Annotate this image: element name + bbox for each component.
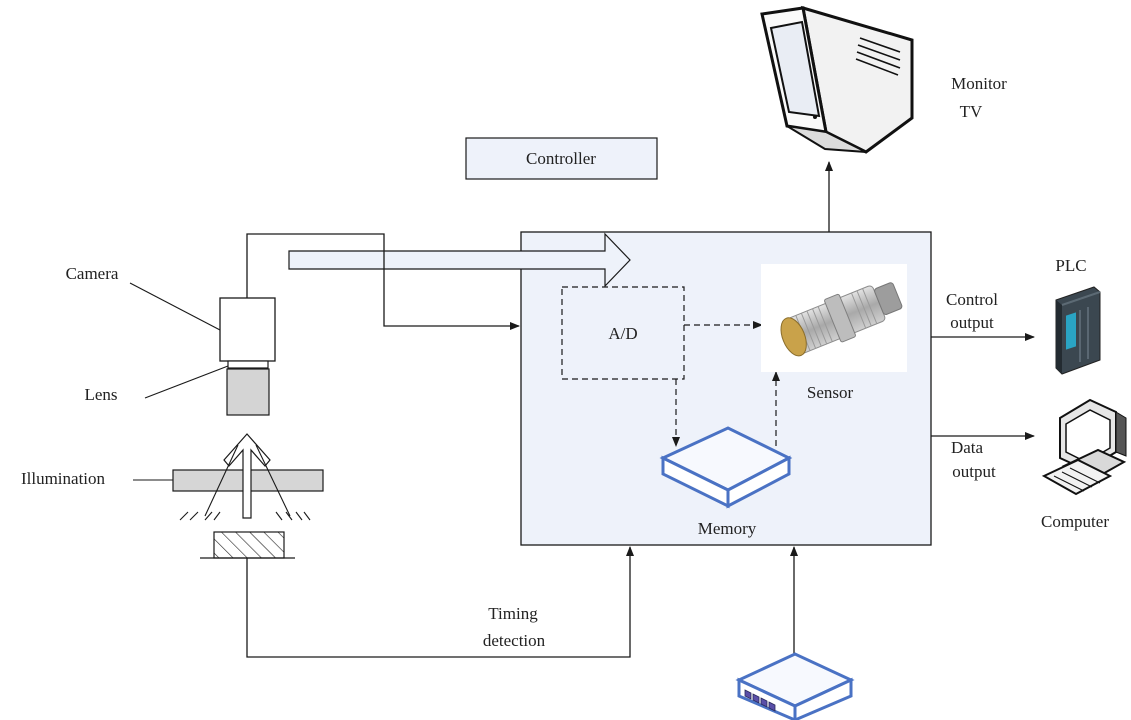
workpiece <box>213 531 285 559</box>
data-output-line2: output <box>952 462 996 481</box>
timing-label-line2: detection <box>483 631 546 650</box>
reflected-light-arrow <box>223 433 271 519</box>
lens-label: Lens <box>84 385 117 404</box>
plc-unit-icon <box>1055 286 1101 375</box>
light-rays <box>179 444 311 521</box>
camera-leader-line <box>129 282 221 331</box>
control-output-line1: Control <box>946 290 998 309</box>
ad-converter-box: A/D <box>561 286 685 380</box>
control-output-line2: output <box>950 313 994 332</box>
memory-label: Memory <box>698 519 757 538</box>
camera-label: Camera <box>66 264 119 283</box>
monitor-label-line2: TV <box>960 102 983 121</box>
input-device-icon <box>735 652 855 720</box>
image-flow-arrow <box>288 232 631 288</box>
lens-leader-line <box>144 365 229 399</box>
monitor-label-line1: Monitor <box>951 74 1007 93</box>
timing-label-line1: Timing <box>488 604 538 623</box>
proximity-sensor-icon <box>761 264 907 372</box>
crt-monitor-icon <box>760 5 914 154</box>
timing-detection-arrow <box>246 546 634 658</box>
camera-signal-line <box>246 233 520 330</box>
data-output-line1: Data <box>951 438 984 457</box>
camera-icon <box>219 297 276 416</box>
controller-label: Controller <box>526 149 596 168</box>
illumination-label: Illumination <box>21 469 106 488</box>
plc-label: PLC <box>1055 256 1086 275</box>
computer-label: Computer <box>1041 512 1109 531</box>
sensor-label: Sensor <box>807 383 854 402</box>
memory-module-icon <box>659 426 793 509</box>
ad-label: A/D <box>608 324 637 343</box>
desktop-computer-icon <box>1041 398 1127 496</box>
controller-box: Controller <box>465 137 658 180</box>
